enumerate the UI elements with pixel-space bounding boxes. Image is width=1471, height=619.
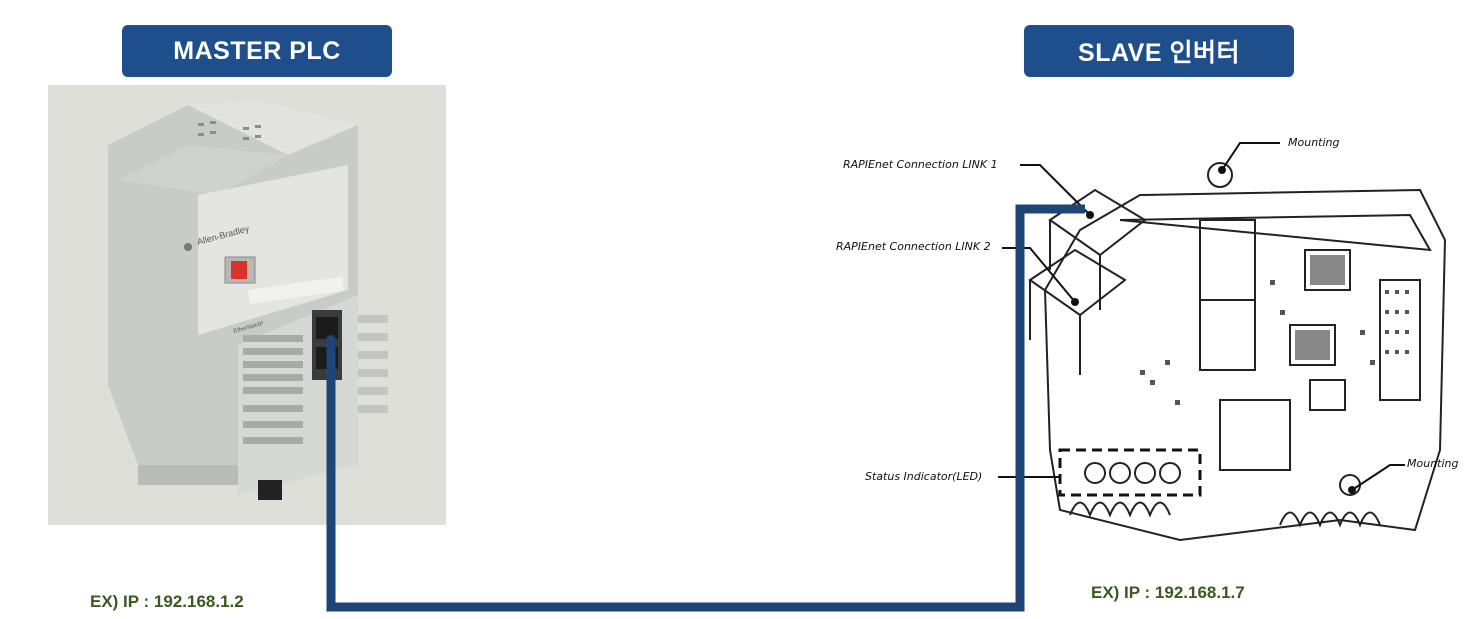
plc-image: Allen-Bradley EtherNet/IP	[48, 85, 446, 525]
slave-inverter-title: SLAVE 인버터	[1024, 25, 1294, 77]
mounting-right-annotation: Mounting	[1407, 457, 1459, 470]
master-plc-title: MASTER PLC	[122, 25, 392, 77]
mounting-top-annotation: Mounting	[1288, 136, 1340, 149]
status-led-annotation: Status Indicator(LED)	[865, 470, 983, 483]
master-ip-label: EX) IP : 192.168.1.2	[90, 592, 244, 611]
link2-annotation: RAPIEnet Connection LINK 2	[836, 240, 991, 253]
link1-annotation: RAPIEnet Connection LINK 1	[843, 158, 998, 171]
slave-ip-label: EX) IP : 192.168.1.7	[1091, 583, 1245, 602]
inverter-image	[1028, 162, 1447, 542]
